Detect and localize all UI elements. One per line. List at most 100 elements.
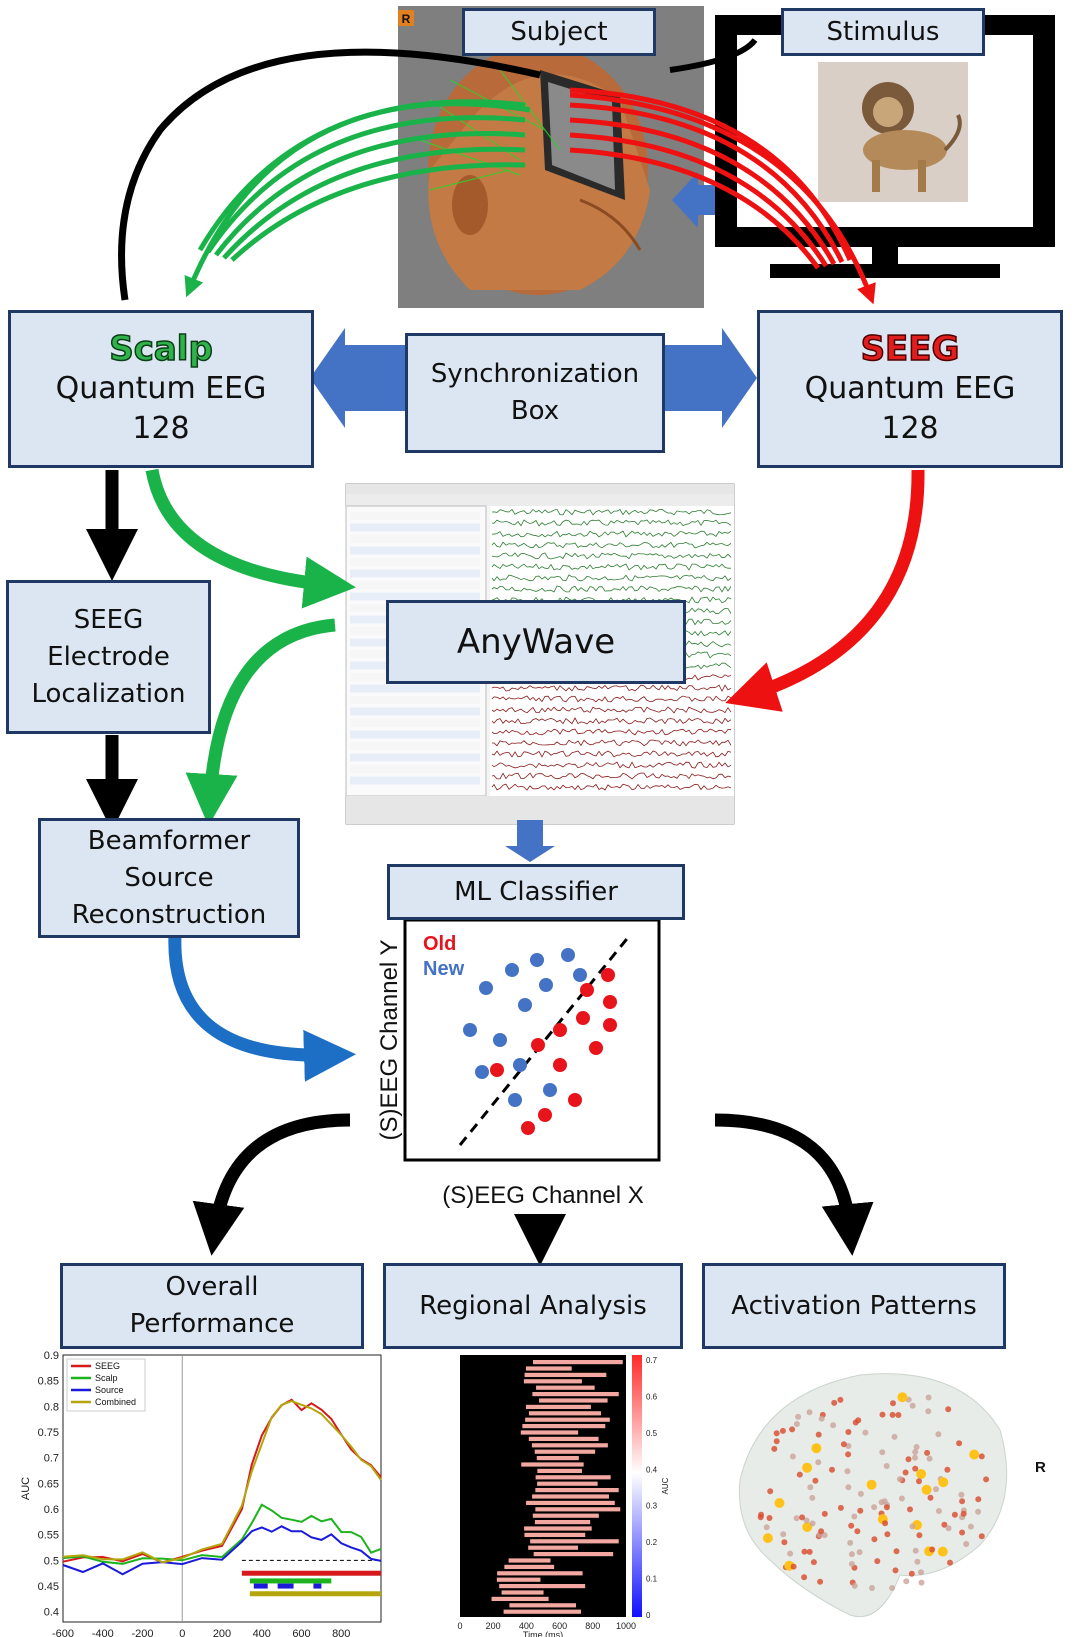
colorbar-tick: 0.1 — [646, 1575, 658, 1584]
anywave-box: AnyWave — [386, 600, 686, 684]
electrode-contact — [795, 1413, 802, 1420]
raster-bar — [537, 1468, 582, 1473]
colorbar-label: AUC — [661, 1477, 670, 1494]
scalp-title: Scalp — [108, 328, 213, 370]
new-point — [573, 968, 587, 982]
electrode-contact — [821, 1532, 828, 1539]
eeg-trace — [491, 684, 732, 692]
raster-bar — [520, 1430, 579, 1435]
electrode-contact — [879, 1411, 886, 1418]
sync-box: Synchronization Box — [405, 333, 665, 453]
electrode-contact — [889, 1585, 896, 1591]
scatter-y-label: (S)EEG Channel Y — [376, 940, 403, 1141]
raster-bar — [532, 1360, 623, 1365]
raster-bar — [528, 1411, 602, 1416]
electrode-contact — [802, 1462, 813, 1473]
electrode-contact — [941, 1521, 948, 1528]
electrode-contact — [884, 1531, 891, 1538]
electrode-contact — [951, 1511, 958, 1518]
electrode-contact — [862, 1429, 869, 1436]
electrode-contact — [874, 1558, 881, 1565]
raster-x-label: Time (ms) — [523, 1630, 563, 1637]
arrow-seeg-to-anywave — [725, 469, 925, 712]
electrode-contact — [766, 1515, 773, 1521]
electrode-contact — [921, 1484, 932, 1495]
electrode-contact — [959, 1529, 966, 1536]
auc-series-scalp — [62, 1503, 382, 1565]
significance-bar — [253, 1583, 268, 1589]
electrode-contact — [914, 1558, 921, 1565]
electrode-contact — [912, 1547, 919, 1554]
electrode-contact — [908, 1570, 915, 1577]
stimulus-label: Stimulus — [826, 16, 940, 47]
electrode-contact — [938, 1477, 949, 1488]
activation-patterns-box: Activation Patterns — [702, 1263, 1006, 1349]
old-point — [538, 1108, 552, 1122]
seeg-eeg-box: SEEG Quantum EEG 128 — [757, 310, 1063, 468]
electrode-contact — [851, 1582, 858, 1589]
electrode-contact — [891, 1433, 898, 1440]
eeg-trace — [491, 750, 732, 758]
electrode-contact — [925, 1408, 932, 1415]
beamformer-line2: Source — [124, 862, 214, 893]
electrode-contact — [848, 1561, 855, 1567]
marker-row — [350, 512, 480, 520]
scalp-ground-lead — [118, 48, 541, 301]
stimulus-monitor — [715, 15, 1055, 278]
arrow-anywave-to-ml — [505, 846, 555, 862]
new-point — [530, 953, 544, 967]
auc-x-tick: 400 — [253, 1628, 271, 1637]
significance-bar — [249, 1578, 332, 1584]
electrode-contact — [801, 1574, 808, 1581]
localization-line3: Localization — [31, 678, 186, 709]
electrode-contact — [916, 1469, 927, 1479]
arrow-scalp-to-anywave — [145, 468, 356, 609]
eeg-trace — [491, 508, 732, 516]
electrode-contact — [978, 1453, 985, 1460]
electrode-contact — [960, 1510, 967, 1517]
electrode-contact — [815, 1459, 822, 1466]
electrode-contact — [869, 1585, 875, 1591]
marker-row — [350, 569, 480, 578]
electrode-contact — [817, 1578, 824, 1585]
arrow-anywave-to-beamformer — [185, 618, 336, 826]
arrow-beamformer-to-classifier — [168, 934, 356, 1082]
raster-bar — [525, 1366, 572, 1371]
marker-row — [350, 581, 480, 589]
marker-row — [350, 558, 480, 566]
raster-bar — [509, 1603, 577, 1608]
raster-bar — [525, 1417, 610, 1422]
raster-x-tick: 400 — [519, 1621, 534, 1631]
raster-bar — [532, 1494, 609, 1499]
marker-row — [350, 742, 480, 750]
new-point — [479, 981, 493, 995]
subject-label: Subject — [510, 16, 608, 47]
electrode-contact — [959, 1498, 966, 1505]
electrode-contact — [958, 1491, 965, 1498]
raster-bar — [501, 1590, 544, 1595]
beamformer-box: Beamformer Source Reconstruction — [38, 818, 300, 938]
electrode-contact — [882, 1520, 889, 1527]
colorbar-tick: 0.5 — [646, 1429, 658, 1438]
electrode-contact — [771, 1445, 778, 1452]
old-point — [521, 1121, 535, 1135]
electrode-contact — [857, 1507, 864, 1514]
auc-x-tick: -600 — [52, 1628, 74, 1637]
electrode-contact — [902, 1469, 909, 1476]
raster-bar — [528, 1545, 578, 1550]
seeg-electrode-leads — [569, 87, 876, 305]
electrode-contact — [937, 1546, 948, 1557]
legend-old: Old — [423, 933, 456, 955]
electrode-contact — [909, 1402, 916, 1409]
electrode-contact — [848, 1551, 855, 1558]
raster-bar — [533, 1552, 614, 1557]
significance-bar — [249, 1591, 381, 1597]
auc-y-tick: 0.65 — [38, 1478, 59, 1490]
auc-x-tick: 600 — [292, 1628, 310, 1637]
electrode-contact — [889, 1411, 896, 1418]
old-point — [603, 1018, 617, 1032]
marker-row — [350, 523, 480, 532]
electrode-contact — [945, 1406, 952, 1413]
eeg-trace — [491, 530, 732, 538]
electrode-contact — [929, 1546, 936, 1553]
